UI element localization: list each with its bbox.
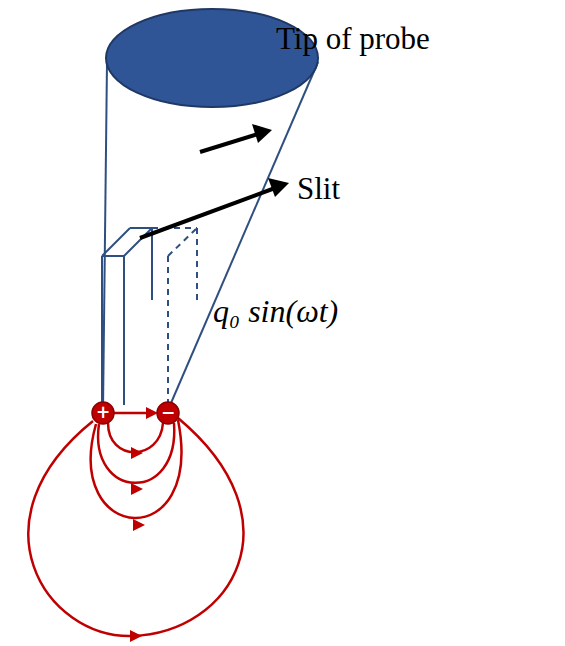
charge-sign: + [93, 404, 113, 421]
field-arrowhead [130, 407, 158, 642]
negative-charge [157, 402, 179, 424]
field-line [28, 413, 243, 636]
part-name: Slit [297, 172, 340, 206]
cone-side [168, 62, 318, 410]
positive-charge [92, 402, 114, 424]
signal-label: q₀ sin(ωt) [213, 294, 338, 329]
part-name: Tip of probe [276, 22, 430, 56]
slit-outline [102, 228, 197, 405]
cone-side [103, 62, 107, 410]
pointer-arrow [140, 124, 289, 238]
charge-sign: − [158, 404, 178, 421]
